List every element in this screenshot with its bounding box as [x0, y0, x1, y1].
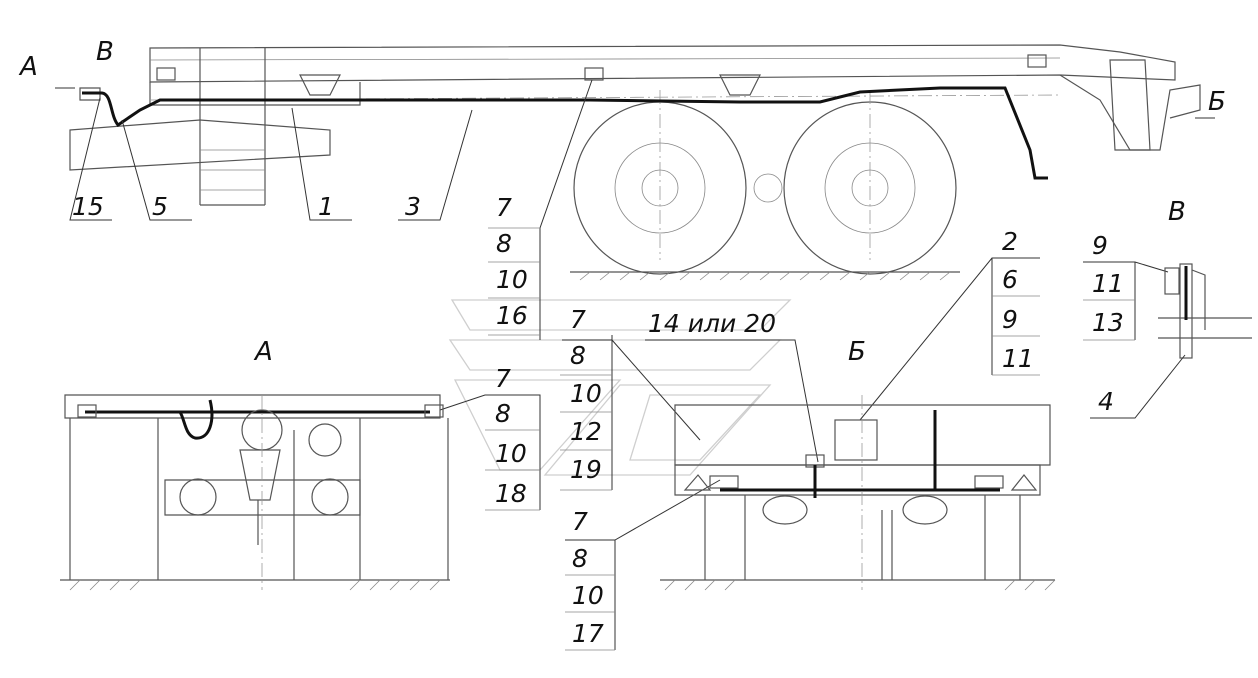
view-a-title: А	[253, 337, 273, 367]
callout-stack-top: 7 8 10 16	[488, 79, 593, 340]
stack-mid-item-3: 10	[570, 379, 602, 408]
label-14-or-20: 14 или 20	[648, 309, 776, 338]
stack-left-item-4: 18	[495, 479, 527, 508]
stack-mid-item-2: 8	[570, 341, 586, 370]
stack-mid-item-1: 7	[570, 305, 586, 334]
view-marker-b: Б	[1208, 87, 1226, 117]
stack-v-item-3: 13	[1092, 308, 1124, 337]
stack-top-item-2: 8	[496, 229, 512, 258]
callout-stack-right: 2 6 9 11	[859, 227, 1040, 421]
trailer-side-view	[69, 44, 1201, 281]
stack-mid-item-4: 12	[570, 417, 602, 446]
stack-bottom-item-1: 7	[572, 507, 588, 536]
stack-v-item-2: 11	[1092, 269, 1124, 298]
stack-top-item-3: 10	[496, 265, 528, 294]
view-b-title: Б	[848, 337, 866, 367]
callout-5: 5	[152, 192, 168, 221]
stack-top-item-4: 16	[496, 301, 528, 330]
callout-stack-bottom: 7 8 10 17	[565, 479, 721, 651]
stack-left-item-2: 8	[495, 399, 511, 428]
stack-bottom-item-3: 10	[572, 581, 604, 610]
rear-view-a: А	[60, 337, 450, 591]
main-callouts: 15 5 1 3	[69, 97, 473, 221]
callout-3: 3	[405, 192, 421, 221]
stack-bottom-item-4: 17	[572, 619, 604, 648]
wiring-harness-line	[82, 86, 1048, 180]
stack-top-item-1: 7	[496, 193, 512, 222]
stack-right-item-4: 11	[1002, 344, 1034, 373]
view-v-title: В	[1168, 197, 1186, 227]
callout-14-or-20: 14 или 20	[645, 309, 819, 463]
callout-stack-mid: 7 8 10 12 19	[560, 305, 701, 491]
callout-4: 4	[1098, 387, 1114, 416]
view-marker-a: А	[18, 52, 38, 82]
stack-right-item-3: 9	[1002, 305, 1018, 334]
stack-right-item-1: 2	[1002, 227, 1018, 256]
stack-right-item-2: 6	[1002, 265, 1018, 294]
stack-bottom-item-2: 8	[572, 544, 588, 573]
stack-left-item-3: 10	[495, 439, 527, 468]
callout-1: 1	[318, 192, 334, 221]
callout-15: 15	[72, 192, 104, 221]
stack-mid-item-5: 19	[570, 455, 602, 484]
view-marker-v: В	[96, 37, 114, 67]
callout-stack-left: 7 8 10 18	[439, 364, 541, 511]
stack-left-item-1: 7	[495, 364, 511, 393]
detail-view-v: В 9 11 13 4	[1083, 197, 1252, 419]
front-view-b: Б	[660, 337, 1056, 591]
stack-v-item-1: 9	[1092, 231, 1108, 260]
